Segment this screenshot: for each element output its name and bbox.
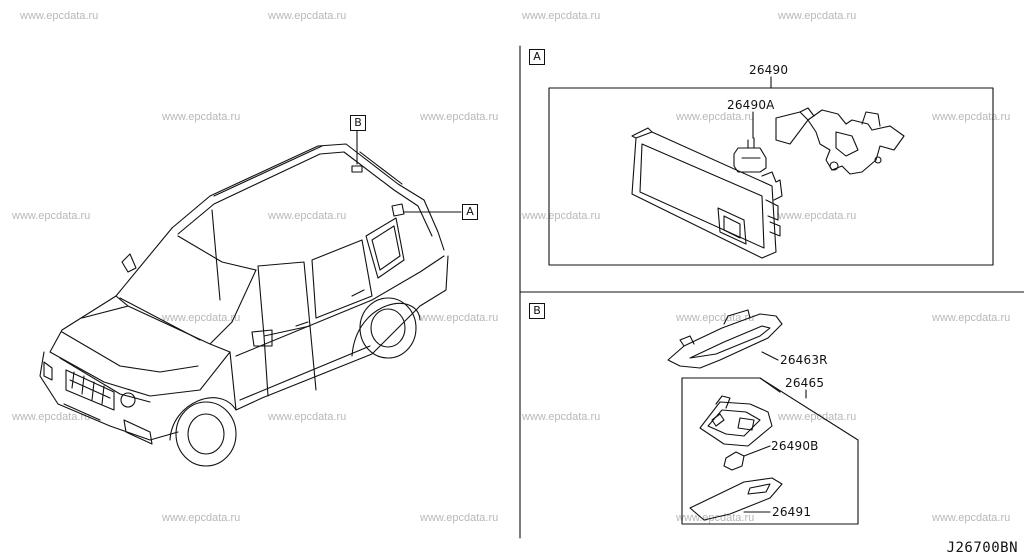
watermark: www.epcdata.ru xyxy=(778,411,857,423)
watermark: www.epcdata.ru xyxy=(12,210,91,222)
section-b-tag: B xyxy=(529,303,545,319)
part-label-26465[interactable]: 26465 xyxy=(785,376,825,390)
watermark: www.epcdata.ru xyxy=(932,111,1011,123)
diagram-code: J26700BN xyxy=(946,540,1018,556)
watermark: www.epcdata.ru xyxy=(20,10,99,22)
watermark: www.epcdata.ru xyxy=(522,411,601,423)
section-a-drawing xyxy=(548,76,994,266)
watermark: www.epcdata.ru xyxy=(676,312,755,324)
watermark: www.epcdata.ru xyxy=(162,111,241,123)
watermark: www.epcdata.ru xyxy=(522,210,601,222)
watermark: www.epcdata.ru xyxy=(162,312,241,324)
part-label-26490[interactable]: 26490 xyxy=(749,63,789,77)
watermark: www.epcdata.ru xyxy=(12,411,91,423)
part-label-26490b[interactable]: 26490B xyxy=(771,439,819,453)
watermark: www.epcdata.ru xyxy=(420,111,499,123)
callout-box-a: A xyxy=(462,204,478,220)
section-b-drawing xyxy=(667,309,859,525)
part-label-26463r[interactable]: 26463R xyxy=(780,353,828,367)
watermark: www.epcdata.ru xyxy=(522,10,601,22)
part-label-26491[interactable]: 26491 xyxy=(772,505,812,519)
watermark: www.epcdata.ru xyxy=(162,512,241,524)
section-a-tag: A xyxy=(529,49,545,65)
watermark: www.epcdata.ru xyxy=(268,10,347,22)
watermark: www.epcdata.ru xyxy=(778,210,857,222)
watermark: www.epcdata.ru xyxy=(676,512,755,524)
part-label-26490a[interactable]: 26490A xyxy=(727,98,775,112)
watermark: www.epcdata.ru xyxy=(268,210,347,222)
watermark: www.epcdata.ru xyxy=(420,312,499,324)
watermark: www.epcdata.ru xyxy=(778,10,857,22)
watermark: www.epcdata.ru xyxy=(268,411,347,423)
vehicle-illustration xyxy=(39,130,462,467)
watermark: www.epcdata.ru xyxy=(932,512,1011,524)
callout-box-b: B xyxy=(350,115,366,131)
watermark: www.epcdata.ru xyxy=(676,111,755,123)
watermark: www.epcdata.ru xyxy=(420,512,499,524)
watermark: www.epcdata.ru xyxy=(932,312,1011,324)
